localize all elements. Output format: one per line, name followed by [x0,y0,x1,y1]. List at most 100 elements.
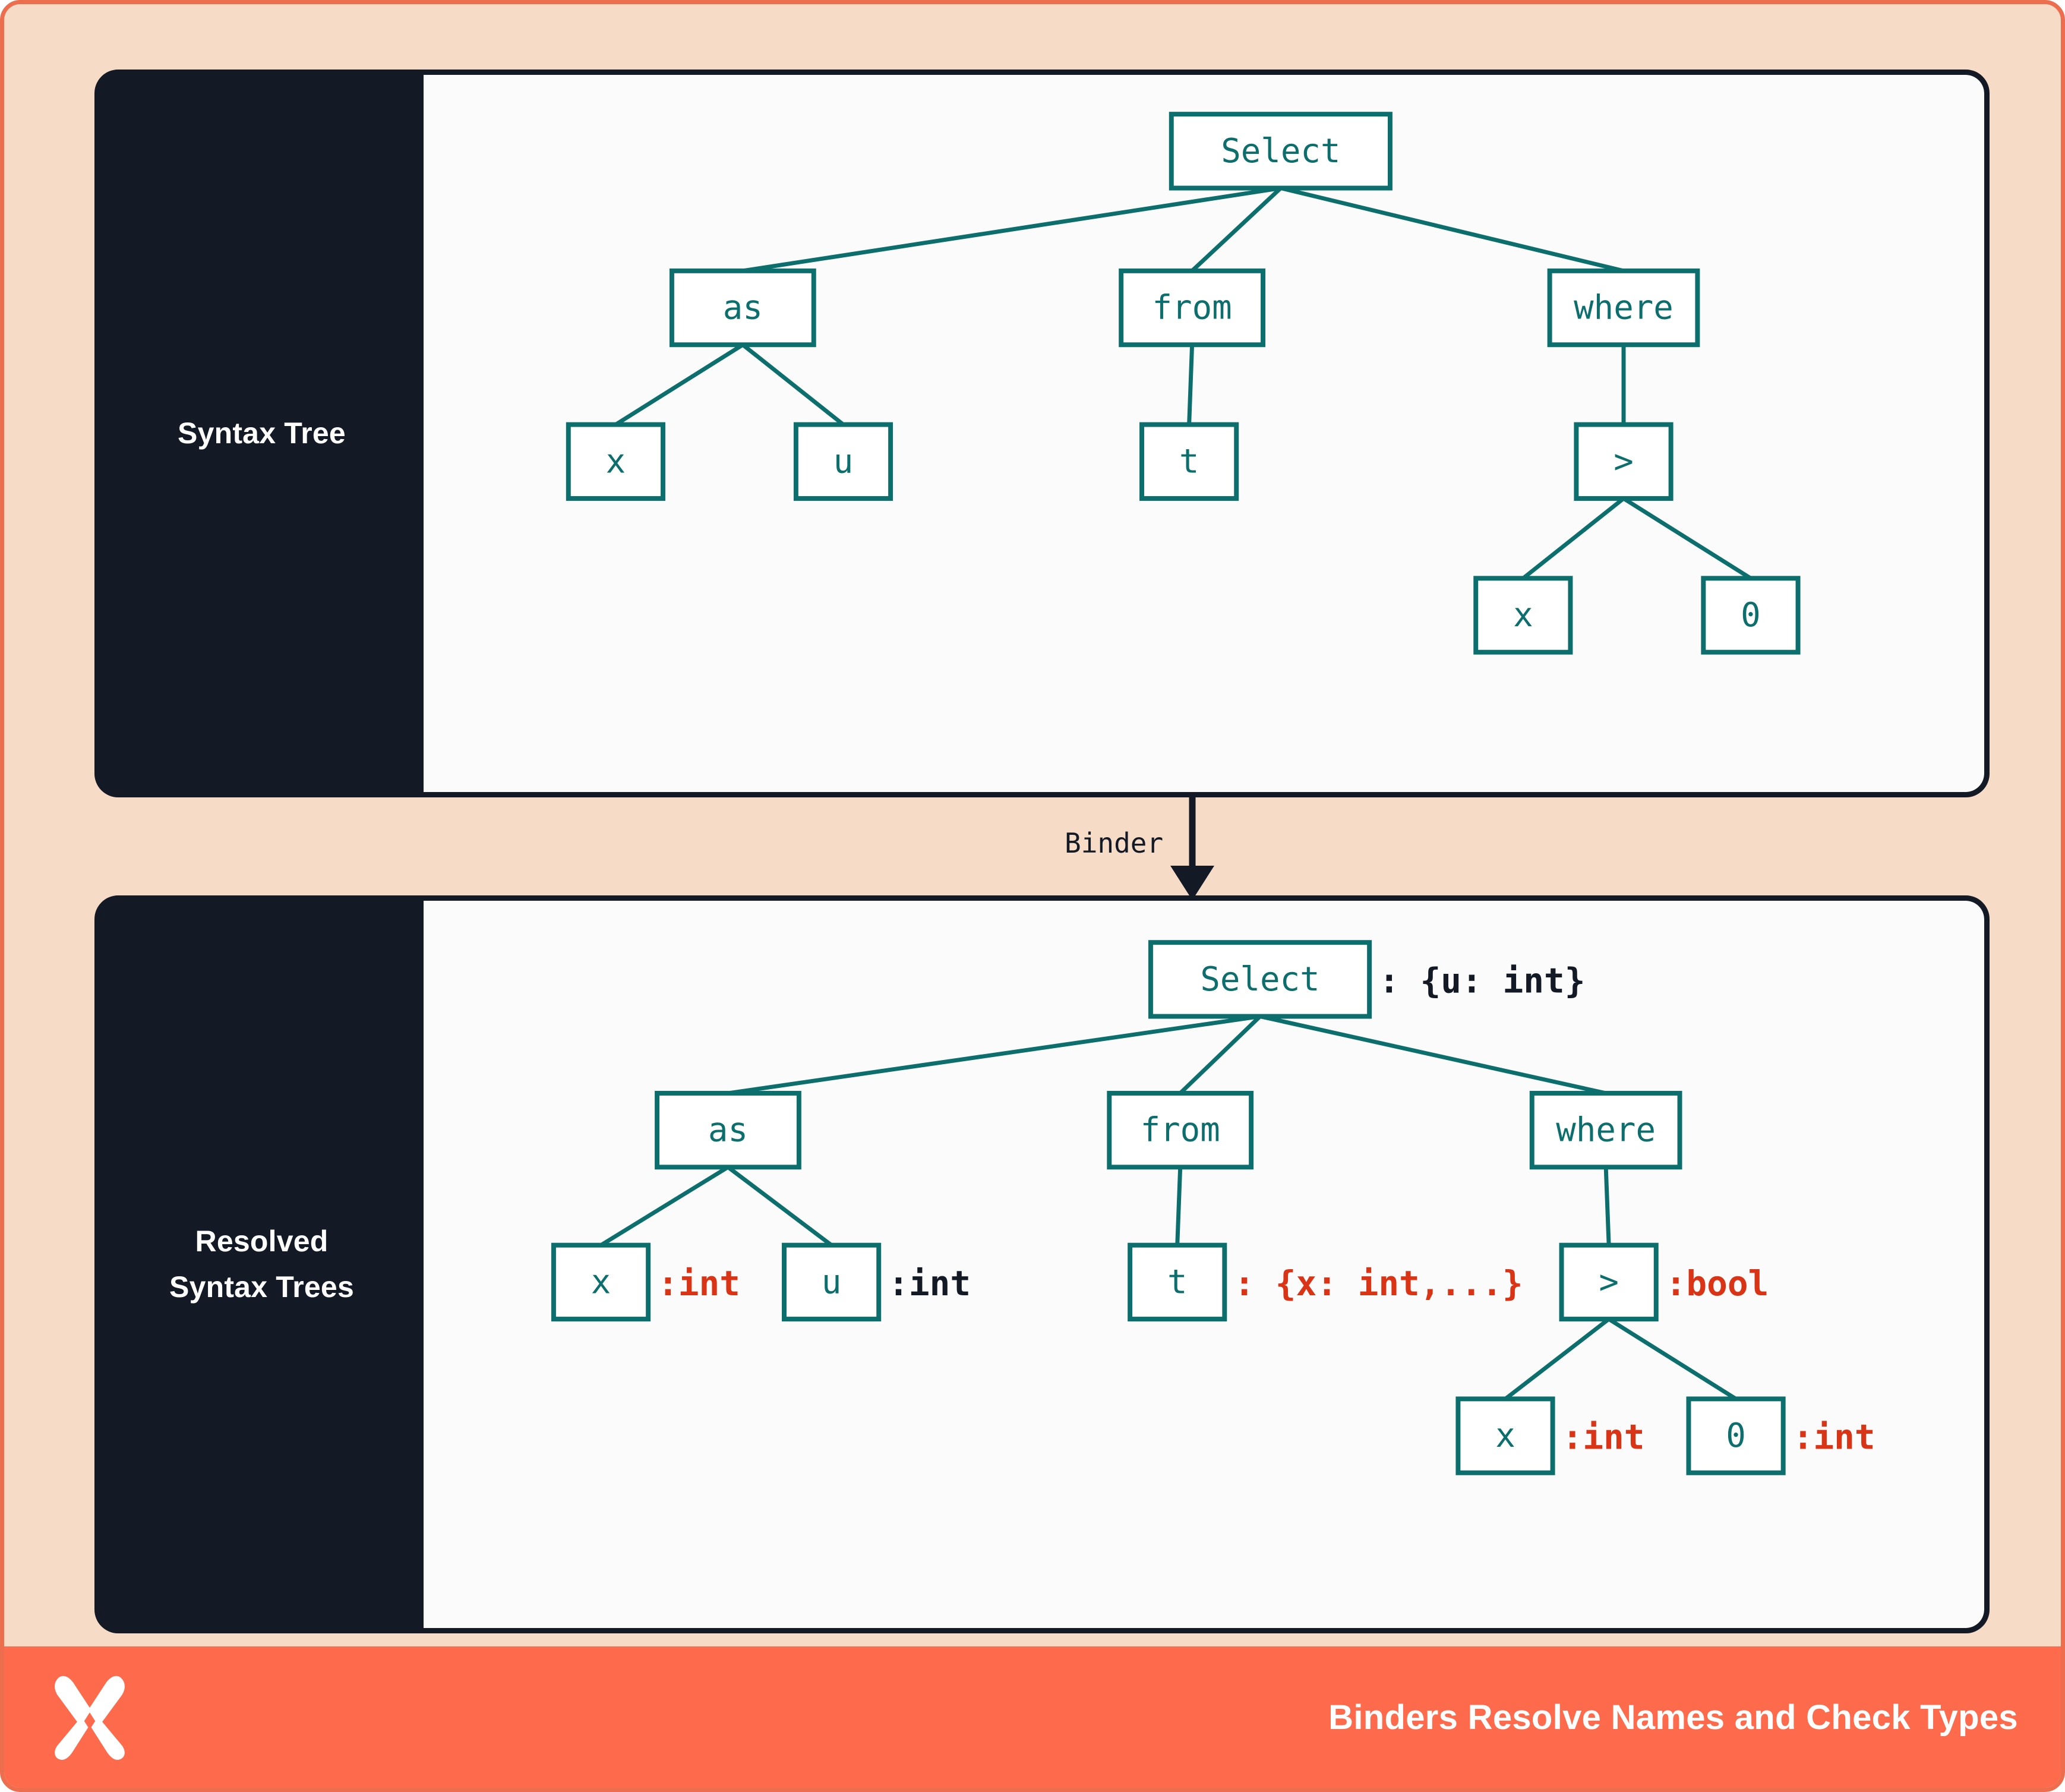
tree-edge [1179,1015,1262,1095]
tree-node-as[interactable]: as [669,268,816,348]
tree-edge [1175,1167,1183,1245]
tree-node-label: t [1167,1263,1188,1301]
tree-node-box [1559,1242,1659,1322]
tree-node-box [1169,112,1393,191]
tree-node-type-annotation: :int [1562,1417,1645,1457]
tree-node-box [1529,1090,1682,1170]
tree-node-label: Select [1221,132,1340,171]
tree-edge [1191,186,1283,273]
tree-node-from[interactable]: from [1107,1090,1254,1170]
tree-edge [1187,345,1195,425]
binder-arrow-icon [1170,794,1214,900]
section-syntax-tree: Syntax Tree Select as from where x u t > x 0 [94,70,1990,797]
tree-edge [1259,1014,1606,1096]
tree-node-label: > [1599,1263,1619,1301]
tree-node-label: from [1153,289,1232,327]
tree-node-select[interactable]: Select [1169,112,1393,191]
tree-node-box [566,422,665,501]
tree-node-select[interactable]: Select : {u: int} [1148,940,1586,1019]
resolved-syntax-tree-diagram: Select : {u: int} as from where x :int u :int t : … [551,940,1875,1475]
footer-bar: Binders Resolve Names and Check Types [4,1646,2061,1788]
tree-node-box [1473,576,1573,655]
tree-node-type-annotation: :int [658,1263,740,1304]
tree-edge [614,343,744,427]
tree-node-gt1[interactable]: > [1574,422,1674,501]
tree-edge [741,343,845,427]
tree-edge [1608,1317,1737,1401]
tree-node-x2[interactable]: x [1473,576,1573,655]
tree-node-label: Select [1200,960,1319,999]
tree-node-label: where [1556,1111,1656,1150]
tree-node-type-annotation: :bool [1666,1263,1769,1304]
section-resolved-syntax-trees: Resolved Syntax Trees Select : {u: int} as… [94,895,1990,1633]
tree-edge [1280,186,1624,273]
tree-node-box [1139,422,1239,501]
section-label-line-2: Syntax Trees [169,1270,354,1304]
footer-caption: Binders Resolve Names and Check Types [1328,1698,2018,1737]
tree-edge [1521,497,1625,580]
tree-node-label: as [723,289,763,327]
tree-node-box [1107,1090,1254,1170]
tree-node-box [1686,1396,1786,1475]
tree-node-u1[interactable]: u [793,422,893,501]
tree-node-label: x [606,442,626,481]
tree-node-label: where [1574,289,1674,327]
tree-node-type-annotation: :int [1793,1417,1875,1457]
syntax-tree-diagram: Select as from where x u t > x 0 [566,112,1801,655]
tree-node-x2[interactable]: x :int [1455,1396,1645,1475]
tree-node-box [1547,268,1700,348]
tree-node-box [793,422,893,501]
tree-node-box [1128,1242,1227,1322]
tree-node-label: t [1179,442,1199,481]
tree-node-t1[interactable]: t : {x: int,...} [1128,1242,1523,1322]
tree-node-label: 0 [1741,596,1761,635]
tree-node-as[interactable]: as [655,1090,801,1170]
tree-node-label: 0 [1726,1416,1746,1455]
section-label-resolved-syntax-trees: Resolved Syntax Trees [100,901,424,1628]
section-label-line-1: Resolved [195,1224,329,1258]
tree-node-x1[interactable]: x [566,422,665,501]
tree-node-box [1119,268,1265,348]
tree-node-where[interactable]: where [1529,1090,1682,1170]
tree-edge [1603,1167,1611,1245]
tree-canvas-resolved-syntax-trees: Select : {u: int} as from where x :int u :int t : … [424,901,1984,1628]
tree-canvas-syntax-tree: Select as from where x u t > x 0 [424,75,1984,792]
tree-node-zero1[interactable]: 0 [1701,576,1801,655]
tree-node-u1[interactable]: u :int [782,1242,971,1322]
tree-node-t1[interactable]: t [1139,422,1239,501]
tree-node-box [1148,940,1372,1019]
tree-node-label: > [1614,442,1634,481]
tree-node-label: from [1141,1111,1220,1150]
tree-node-zero1[interactable]: 0 :int [1686,1396,1875,1475]
tree-node-x1[interactable]: x :int [551,1242,740,1322]
tree-node-label: x [591,1263,611,1301]
tree-edge [742,186,1281,273]
butterfly-x-logo-icon [55,1676,125,1760]
tree-edge [727,1165,833,1247]
tree-node-label: u [822,1263,842,1301]
binder-transition: Binder [955,794,1323,901]
tree-node-gt1[interactable]: > :bool [1559,1242,1769,1322]
tree-node-box [669,268,816,348]
tree-node-type-annotation: : {u: int} [1379,960,1585,1001]
tree-edge [727,1014,1261,1096]
tree-node-label: x [1513,596,1533,635]
tree-node-box [1574,422,1674,501]
tree-edge [1504,1317,1611,1401]
tree-node-from[interactable]: from [1119,268,1265,348]
tree-node-type-annotation: : {x: int,...} [1234,1263,1523,1304]
tree-edge [599,1165,730,1247]
tree-node-type-annotation: :int [888,1263,971,1304]
tree-node-box [1701,576,1801,655]
tree-node-box [551,1242,651,1322]
tree-node-label: x [1495,1416,1515,1455]
tree-node-box [1455,1396,1555,1475]
tree-edge [1622,497,1752,580]
tree-node-box [655,1090,801,1170]
section-label-text: Syntax Tree [178,416,346,450]
tree-node-label: u [833,442,854,481]
tree-node-where[interactable]: where [1547,268,1700,348]
section-label-syntax-tree: Syntax Tree [100,75,424,792]
tree-node-label: as [708,1111,748,1150]
